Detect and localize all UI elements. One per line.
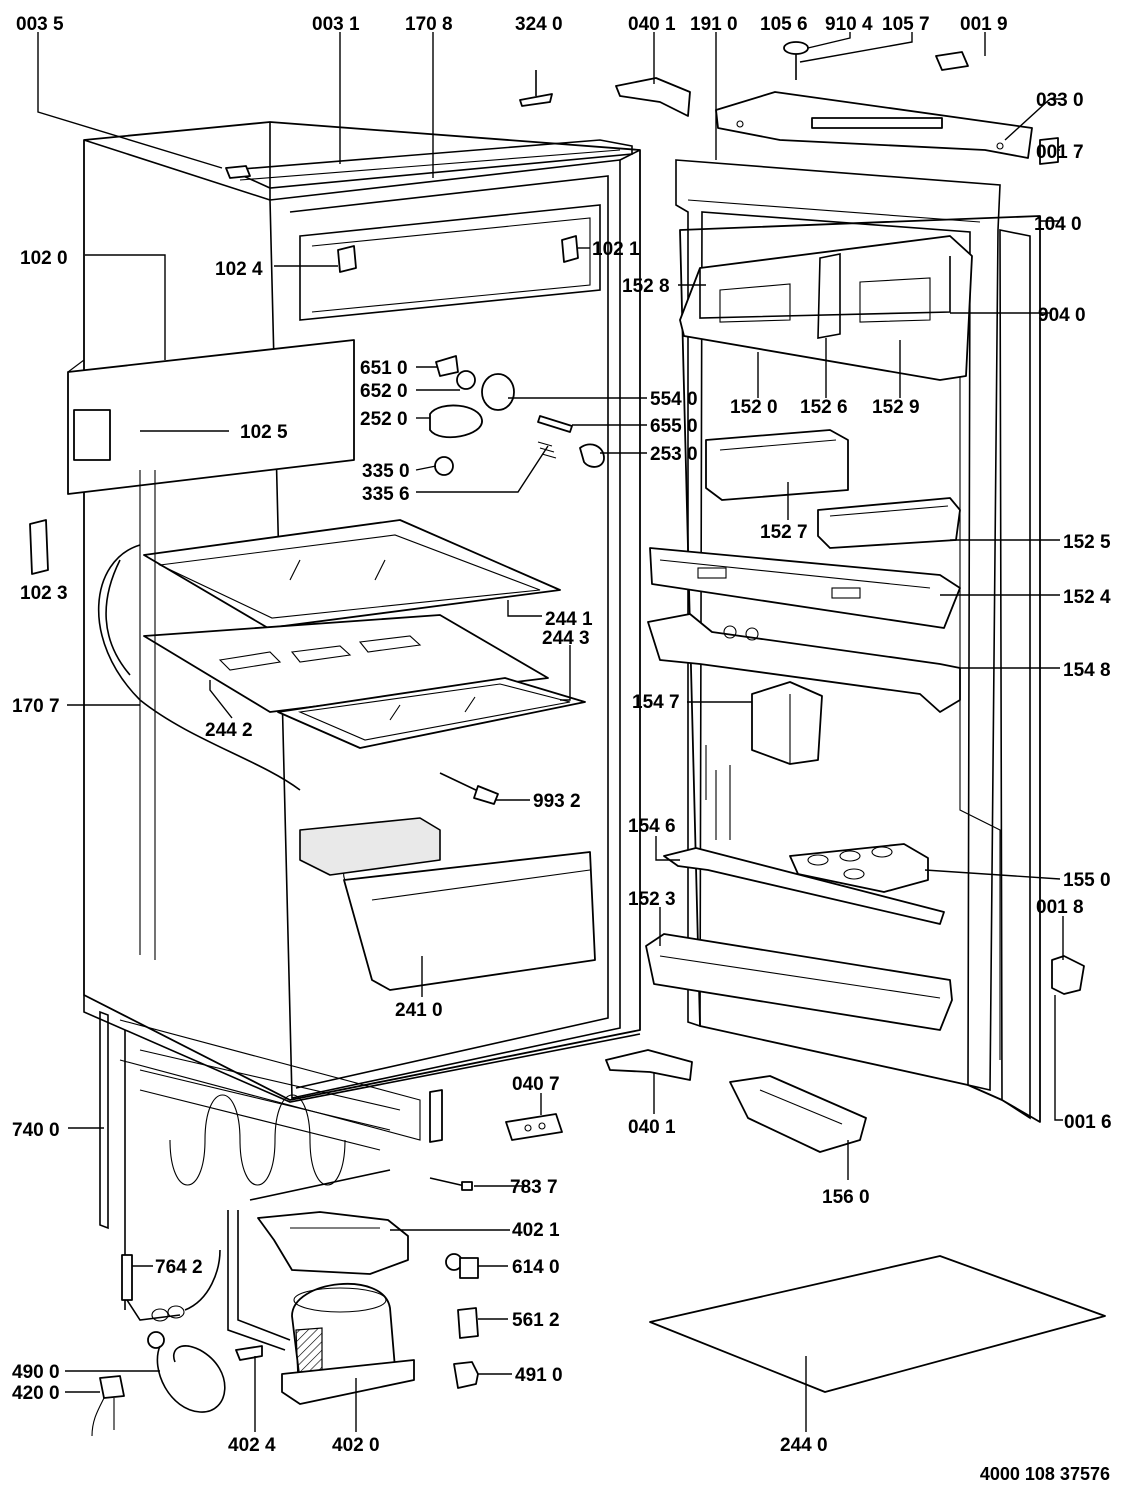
part-label: 156 0 [822, 1187, 870, 1208]
part-label: 154 8 [1063, 660, 1111, 681]
part-label: 614 0 [512, 1257, 560, 1278]
part-label: 910 4 [825, 14, 873, 35]
part-label: 554 0 [650, 389, 698, 410]
part-label: 993 2 [533, 791, 581, 812]
part-label: 040 1 [628, 14, 676, 35]
part-label: 253 0 [650, 444, 698, 465]
part-label: 155 0 [1063, 870, 1111, 891]
part-label: 402 4 [228, 1435, 276, 1456]
part-label: 154 6 [628, 816, 676, 837]
part-label: 170 7 [12, 696, 60, 717]
part-label: 244 3 [542, 628, 590, 649]
part-label: 001 7 [1036, 142, 1084, 163]
cabinet-body [67, 121, 641, 1103]
part-label: 491 0 [515, 1365, 563, 1386]
part-label: 244 0 [780, 1435, 828, 1456]
part-label: 152 4 [1063, 587, 1111, 608]
part-label: 003 1 [312, 14, 360, 35]
part-label: 191 0 [690, 14, 738, 35]
part-label: 335 6 [362, 484, 410, 505]
part-label: 152 6 [800, 397, 848, 418]
part-label: 244 2 [205, 720, 253, 741]
part-label: 324 0 [515, 14, 563, 35]
part-labels: 003 5 003 1 170 8 324 0 040 1 191 0 105 6 910 4… [12, 14, 1112, 1456]
part-label: 561 2 [512, 1310, 560, 1331]
part-label: 152 7 [760, 522, 808, 543]
part-label: 740 0 [12, 1120, 60, 1141]
part-label: 154 7 [632, 692, 680, 713]
part-label: 040 1 [628, 1117, 676, 1138]
part-label: 420 0 [12, 1383, 60, 1404]
part-label: 402 0 [332, 1435, 380, 1456]
part-label: 652 0 [360, 381, 408, 402]
part-label: 252 0 [360, 409, 408, 430]
document-reference: 4000 108 37576 [980, 1464, 1110, 1484]
door-assembly [605, 41, 1085, 1153]
cabinet-small-parts [29, 70, 605, 1191]
part-label: 764 2 [155, 1257, 203, 1278]
part-label: 783 7 [510, 1177, 558, 1198]
refrigeration-components [91, 1010, 1106, 1437]
leader-lines [37, 32, 1064, 1432]
part-label: 904 0 [1038, 305, 1086, 326]
part-label: 104 0 [1034, 214, 1082, 235]
part-label: 001 9 [960, 14, 1008, 35]
part-label: 490 0 [12, 1362, 60, 1383]
part-label: 655 0 [650, 416, 698, 437]
part-label: 102 5 [240, 422, 288, 443]
part-label: 040 7 [512, 1074, 560, 1095]
part-label: 152 5 [1063, 532, 1111, 553]
part-label: 001 8 [1036, 897, 1084, 918]
part-label: 152 3 [628, 889, 676, 910]
part-label: 335 0 [362, 461, 410, 482]
part-label: 651 0 [360, 358, 408, 379]
part-label: 152 9 [872, 397, 920, 418]
part-label: 102 0 [20, 248, 68, 269]
part-label: 152 8 [622, 276, 670, 297]
part-label: 105 6 [760, 14, 808, 35]
part-label: 003 5 [16, 14, 64, 35]
part-label: 105 7 [882, 14, 930, 35]
part-label: 152 0 [730, 397, 778, 418]
part-label: 241 0 [395, 1000, 443, 1021]
part-label: 102 3 [20, 583, 68, 604]
part-label: 402 1 [512, 1220, 560, 1241]
part-label: 033 0 [1036, 90, 1084, 111]
part-label: 170 8 [405, 14, 453, 35]
part-label: 102 4 [215, 259, 263, 280]
part-label: 102 1 [592, 239, 640, 260]
part-label: 001 6 [1064, 1112, 1112, 1133]
part-label: 244 1 [545, 609, 593, 630]
